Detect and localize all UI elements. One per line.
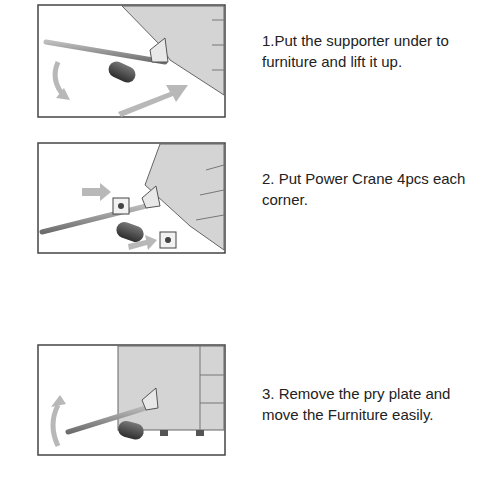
dolly bbox=[160, 430, 168, 436]
step-two-panel bbox=[38, 143, 225, 253]
drawer-line bbox=[212, 20, 224, 21]
direction-arrow bbox=[128, 235, 157, 250]
motion-arrow bbox=[51, 395, 66, 407]
drawer-line bbox=[206, 165, 224, 170]
drawer-line bbox=[212, 45, 224, 46]
motion-arrow bbox=[56, 88, 70, 100]
step-one-panel bbox=[38, 5, 225, 117]
step-instruction: 1.Put the supporter under to furniture a… bbox=[262, 30, 490, 72]
furniture bbox=[122, 6, 224, 95]
pry-plate bbox=[142, 186, 160, 208]
drawer-line bbox=[200, 375, 224, 376]
lever-roller bbox=[106, 59, 138, 85]
step-instruction: 3. Remove the pry plate and move the Fur… bbox=[262, 383, 490, 425]
lever-roller bbox=[114, 220, 146, 245]
dolly bbox=[165, 237, 171, 243]
pry-plate bbox=[150, 38, 168, 62]
dolly bbox=[196, 430, 204, 436]
pry-plate bbox=[142, 388, 158, 410]
panel-frame bbox=[38, 345, 225, 455]
furniture bbox=[118, 346, 224, 430]
panel-frame bbox=[38, 5, 225, 117]
pry-lever bbox=[46, 42, 165, 62]
motion-arrow bbox=[53, 405, 58, 446]
drawer-line bbox=[200, 403, 224, 404]
step-instruction: 2. Put Power Crane 4pcs each corner. bbox=[262, 168, 490, 210]
direction-arrow bbox=[118, 85, 188, 117]
drawer-line bbox=[200, 346, 201, 430]
step-three-panel bbox=[38, 345, 225, 455]
lever-roller bbox=[116, 419, 145, 441]
drawer-line bbox=[212, 70, 224, 71]
dolly bbox=[160, 232, 176, 248]
direction-arrow bbox=[82, 183, 111, 201]
panel-frame bbox=[38, 143, 225, 253]
dolly bbox=[113, 198, 129, 214]
dolly bbox=[118, 203, 124, 209]
drawer-line bbox=[200, 190, 224, 195]
drawer-line bbox=[196, 215, 224, 220]
